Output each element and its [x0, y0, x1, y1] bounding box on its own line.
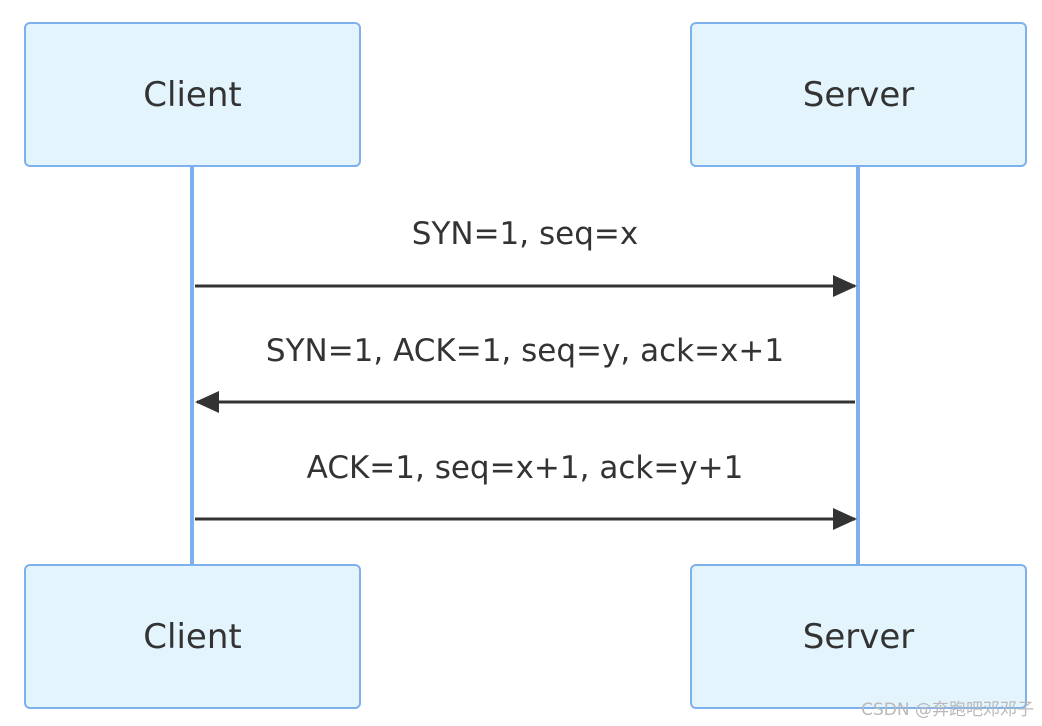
- message-arrowhead-2: [195, 391, 219, 413]
- client-actor-top-label: Client: [143, 74, 242, 115]
- server-actor-bottom: Server: [690, 564, 1027, 709]
- message-arrowhead-3: [833, 508, 857, 530]
- client-actor-top: Client: [24, 22, 361, 167]
- server-actor-top: Server: [690, 22, 1027, 167]
- client-actor-bottom-label: Client: [143, 616, 242, 657]
- message-label-2: SYN=1, ACK=1, seq=y, ack=x+1: [265, 333, 785, 369]
- message-label-3: ACK=1, seq=x+1, ack=y+1: [306, 450, 744, 486]
- message-arrowhead-1: [833, 275, 857, 297]
- server-actor-top-label: Server: [802, 74, 915, 115]
- message-label-1: SYN=1, seq=x: [411, 216, 639, 252]
- client-actor-bottom: Client: [24, 564, 361, 709]
- server-actor-bottom-label: Server: [802, 616, 915, 657]
- watermark: CSDN @奔跑吧邓邓子: [861, 700, 1034, 720]
